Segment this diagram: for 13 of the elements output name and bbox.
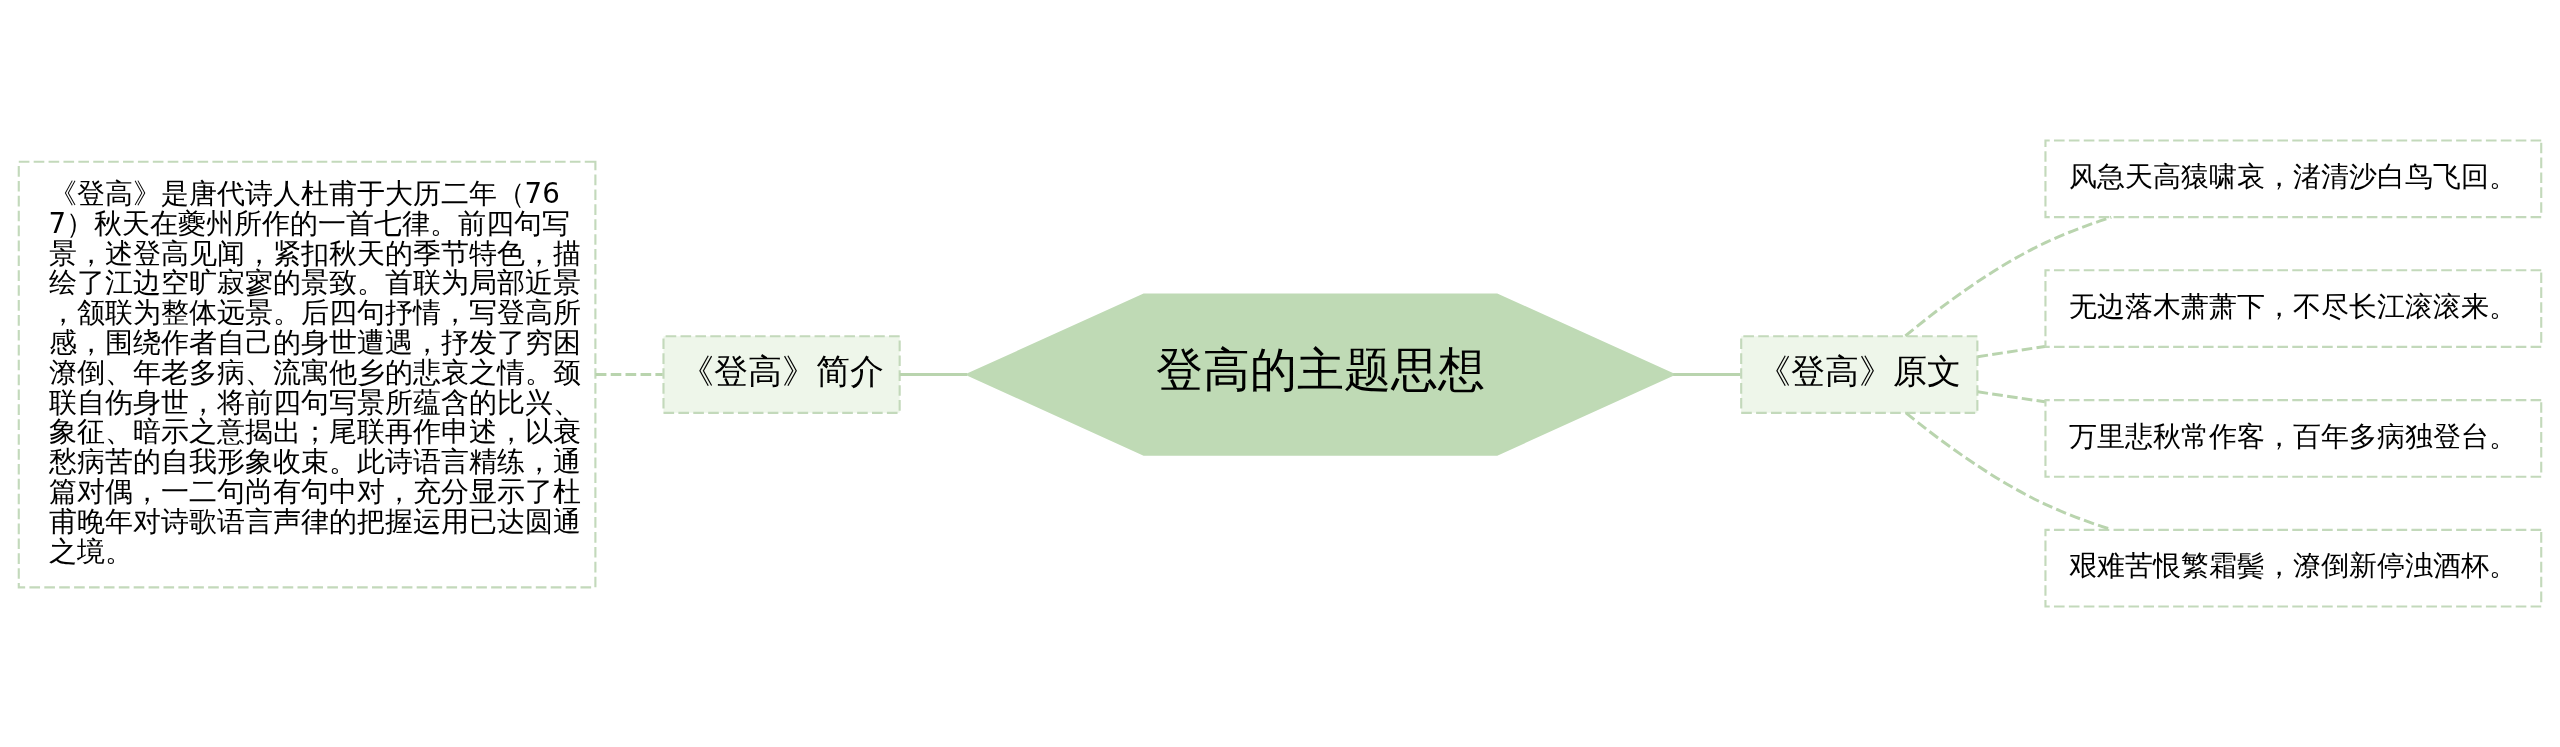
node-box: 《登高》原文 — [1740, 335, 1979, 414]
connector — [1977, 390, 2046, 404]
node-box: 无边落木萧萧下，不尽长江滚滚来。 — [2044, 269, 2543, 348]
node-box: 风急天高猿啸哀，渚清沙白鸟飞回。 — [2044, 139, 2543, 219]
node-box: 《登高》简介 — [662, 335, 901, 414]
connector — [1673, 373, 1741, 377]
node-box: 《登高》是唐代诗人杜甫于大历二年（767）秋天在夔州所作的一首七律。前四句写景，述登高见闻，紧扣秋天的季节特色，描绘了江边空旷寂寥的景致。首联为局部近景，颔联为整体远景。后四句抒情，写登高所感，围绕作者自己的身世遭遇，抒发了穷困潦倒、年老多病、流寓他乡的悲哀之情。颈联自伤身世，将前四句写景所蕴含的比兴、象征、暗示之意揭出；尾联再作申述，以衰愁病苦的自我形象收束。此诗语言精练，通篇对偶，一二句尚有句中对，充分显示了杜甫晚年对诗歌语言声律的把握运用已达圆通之境。 — [17, 160, 597, 589]
node-box: 万里悲秋常作客，百年多病独登台。 — [2044, 399, 2543, 478]
connector — [595, 373, 663, 377]
connector — [899, 373, 967, 377]
connector — [1977, 344, 2046, 359]
node-box: 艰难苦恨繁霜鬓，潦倒新停浊酒杯。 — [2044, 528, 2543, 608]
connector — [1904, 215, 2112, 338]
